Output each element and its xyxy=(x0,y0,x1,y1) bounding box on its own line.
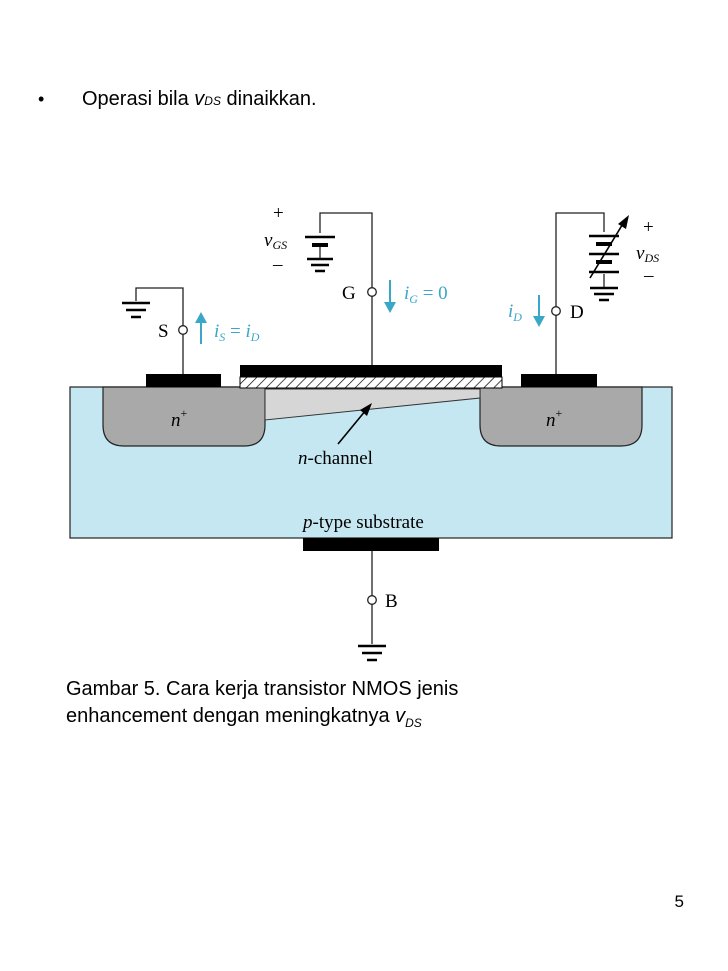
is-label: iS = iD xyxy=(214,321,260,344)
caption-var-v: v xyxy=(395,705,406,727)
vgs-var: v xyxy=(264,230,273,251)
vds-label: vDS xyxy=(636,243,659,265)
n-plus-left-base: n xyxy=(171,410,181,431)
drain-metal xyxy=(521,374,597,387)
n-plus-right-base: n xyxy=(546,410,556,431)
vds-minus-label: – xyxy=(643,265,654,286)
gate-oxide-hatching xyxy=(240,377,502,388)
gate-terminal-label: G xyxy=(342,283,356,304)
vds-variable-arrow-icon xyxy=(589,215,629,279)
source-metal xyxy=(146,374,221,387)
source-ground-icon xyxy=(122,301,150,319)
id-var: i xyxy=(508,301,513,322)
is-eq: = xyxy=(225,321,245,342)
body-terminal-label: B xyxy=(385,591,398,612)
n-plus-left-sup: + xyxy=(181,406,188,420)
caption-line-1: Gambar 5. Cara kerja transistor NMOS jen… xyxy=(66,678,459,700)
n-plus-source-region xyxy=(102,386,266,447)
body-metal xyxy=(303,538,439,551)
page-number: 5 xyxy=(674,892,684,911)
substrate-var: p xyxy=(301,512,313,533)
ig-rest: = 0 xyxy=(418,283,448,304)
bullet-var-sub: DS xyxy=(204,94,221,108)
bullet-var-v: v xyxy=(194,88,205,110)
body-terminal-node xyxy=(367,595,377,605)
n-channel-label: n-channel xyxy=(298,448,373,469)
vgs-minus-label: – xyxy=(272,254,283,275)
vds-ground-icon xyxy=(590,286,618,302)
vgs-ground-icon xyxy=(307,257,333,273)
n-channel-rest: -channel xyxy=(308,448,373,469)
vds-plus-label: + xyxy=(643,217,654,238)
bullet-dot: • xyxy=(38,89,45,109)
n-channel-var: n xyxy=(298,448,308,469)
vgs-sub: GS xyxy=(272,238,287,252)
substrate-label: p-type substrate xyxy=(301,512,424,533)
n-channel-region xyxy=(264,388,481,421)
id-sub: D xyxy=(512,310,522,324)
n-plus-drain-label: n+ xyxy=(546,406,563,431)
gate-metal xyxy=(240,365,502,377)
is-var: i xyxy=(214,321,219,342)
vds-sub: DS xyxy=(643,251,659,265)
is-sub: S xyxy=(219,330,225,344)
id-label: iD xyxy=(508,301,522,324)
bullet-text-suffix: dinaikkan. xyxy=(220,88,317,110)
gate-terminal-node xyxy=(367,287,377,297)
drain-wire xyxy=(555,212,605,374)
substrate-rest: -type substrate xyxy=(313,512,424,533)
bullet-text-prefix: Operasi bila xyxy=(82,88,195,110)
body-ground-icon xyxy=(358,644,386,662)
source-terminal-node xyxy=(178,325,188,335)
n-channel-pointer-arrow xyxy=(337,403,372,445)
is-sub2: D xyxy=(250,330,260,344)
caption-line-2: enhancement dengan meningkatnya vDS xyxy=(66,703,458,737)
figure-caption: Gambar 5. Cara kerja transistor NMOS jen… xyxy=(66,676,458,737)
ig-label: iG = 0 xyxy=(404,283,448,306)
is-arrow-icon xyxy=(195,312,207,344)
ig-var: i xyxy=(404,283,409,304)
caption-var-sub: DS xyxy=(405,716,422,730)
source-terminal-label: S xyxy=(158,321,169,342)
vgs-label: vGS xyxy=(264,230,287,252)
vgs-plus-label: + xyxy=(273,203,284,224)
vds-var: v xyxy=(636,243,645,264)
drain-terminal-node xyxy=(551,306,561,316)
n-plus-right-sup: + xyxy=(556,406,563,420)
n-plus-source-label: n+ xyxy=(171,406,188,431)
n-plus-drain-region xyxy=(479,386,643,447)
ig-sub: G xyxy=(409,292,418,306)
id-arrow-icon xyxy=(533,295,545,327)
ig-arrow-icon xyxy=(384,280,396,313)
is-var2: i xyxy=(246,321,251,342)
caption-line-2-text: enhancement dengan meningkatnya xyxy=(66,705,396,727)
drain-terminal-label: D xyxy=(570,302,584,323)
